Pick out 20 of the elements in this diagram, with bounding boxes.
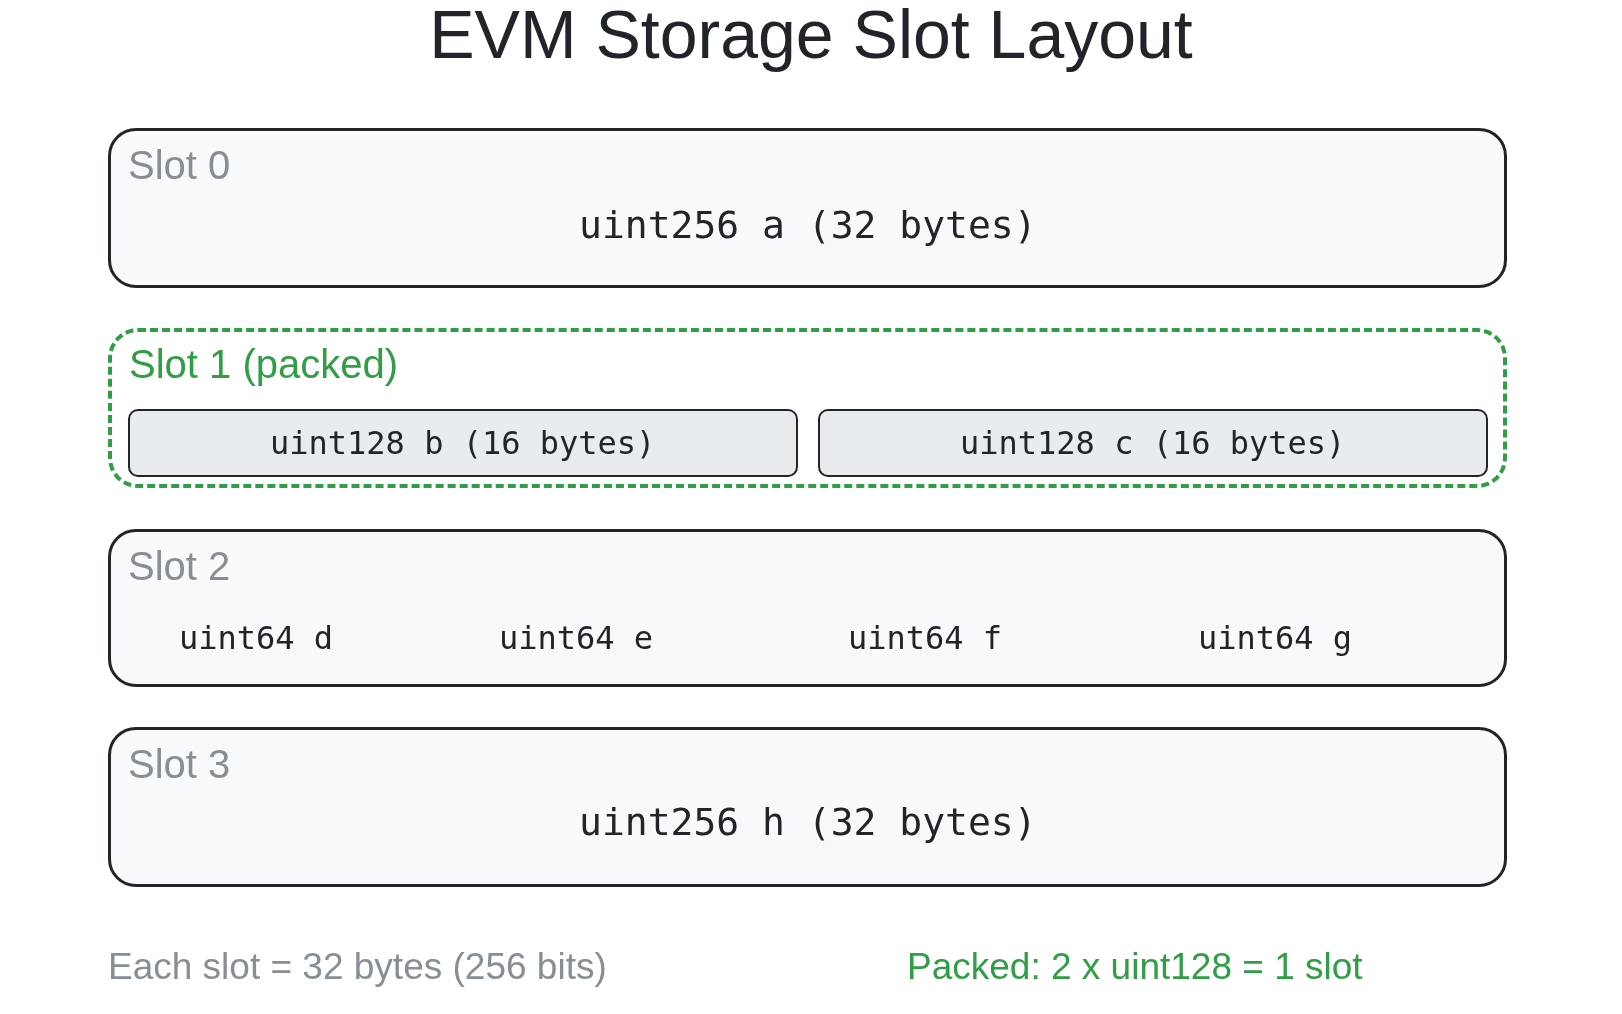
variable-box: [128, 409, 798, 477]
slot-label: Slot 2: [128, 544, 231, 588]
variable-box: [818, 409, 1488, 477]
variable-label: uint64 d: [179, 619, 334, 657]
footnote: Each slot = 32 bytes (256 bits): [108, 945, 607, 989]
footnote: Packed: 2 x uint128 = 1 slot: [907, 945, 1363, 989]
slot-label: Slot 0: [128, 143, 231, 187]
variable-label: uint64 f: [848, 619, 1003, 657]
storage-slot-box: [108, 529, 1507, 687]
storage-slot-box: [108, 727, 1507, 887]
slot-label: Slot 3: [128, 742, 231, 786]
slot-label: Slot 1 (packed): [129, 342, 399, 386]
storage-slot-box: [108, 128, 1507, 288]
variable-label: uint256 h (32 bytes): [579, 800, 1037, 844]
variable-label: uint256 a (32 bytes): [579, 203, 1037, 247]
variable-label: uint64 e: [499, 619, 654, 657]
variable-label: uint64 g: [1198, 619, 1353, 657]
packed-slot-group: [108, 328, 1507, 488]
variable-label: uint128 b (16 bytes): [270, 423, 656, 463]
variable-label: uint128 c (16 bytes): [960, 423, 1346, 463]
